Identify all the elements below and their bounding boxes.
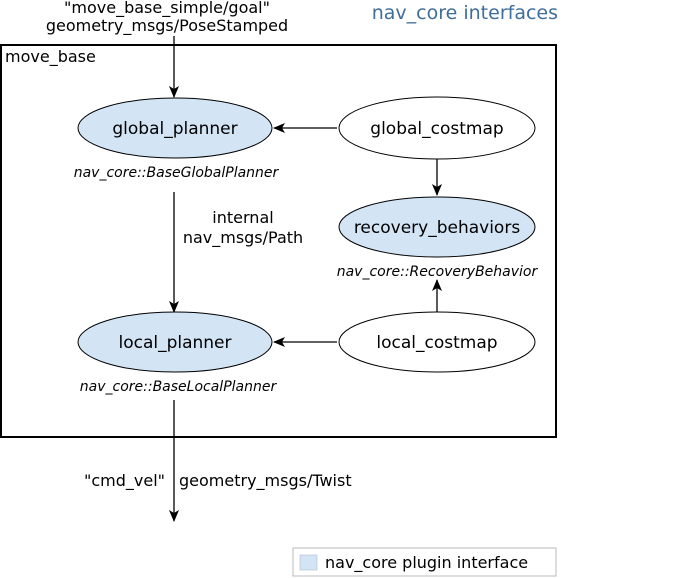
recovery-behaviors-label: recovery_behaviors xyxy=(354,218,521,238)
legend-box xyxy=(292,547,557,577)
local-costmap-node xyxy=(338,311,536,373)
diagram-title: nav_core interfaces xyxy=(372,2,558,24)
move-base-container xyxy=(0,44,557,438)
input-topic-label: "move_base_simple/goal" xyxy=(64,0,270,18)
legend-label: nav_core plugin interface xyxy=(325,553,528,573)
global-planner-interface: nav_core::BaseGlobalPlanner xyxy=(74,165,280,181)
internal-edge-type-label: nav_msgs/Path xyxy=(183,228,303,248)
global-planner-node xyxy=(77,97,273,159)
local-planner-interface: nav_core::BaseLocalPlanner xyxy=(80,379,278,395)
output-type-label: geometry_msgs/Twist xyxy=(179,471,352,491)
local-planner-label: local_planner xyxy=(118,333,231,353)
input-type-label: geometry_msgs/PoseStamped xyxy=(46,16,288,36)
internal-edge-label: internal xyxy=(212,208,273,227)
local-planner-node xyxy=(77,311,273,373)
global-costmap-label: global_costmap xyxy=(370,119,503,139)
move-base-label: move_base xyxy=(5,47,96,67)
output-topic-label: "cmd_vel" xyxy=(84,471,165,491)
global-costmap-node xyxy=(338,96,536,160)
legend-swatch xyxy=(299,554,318,571)
recovery-behaviors-interface: nav_core::RecoveryBehavior xyxy=(337,264,539,280)
global-planner-label: global_planner xyxy=(112,119,237,139)
recovery-behaviors-node xyxy=(338,196,536,258)
local-costmap-label: local_costmap xyxy=(376,333,497,353)
